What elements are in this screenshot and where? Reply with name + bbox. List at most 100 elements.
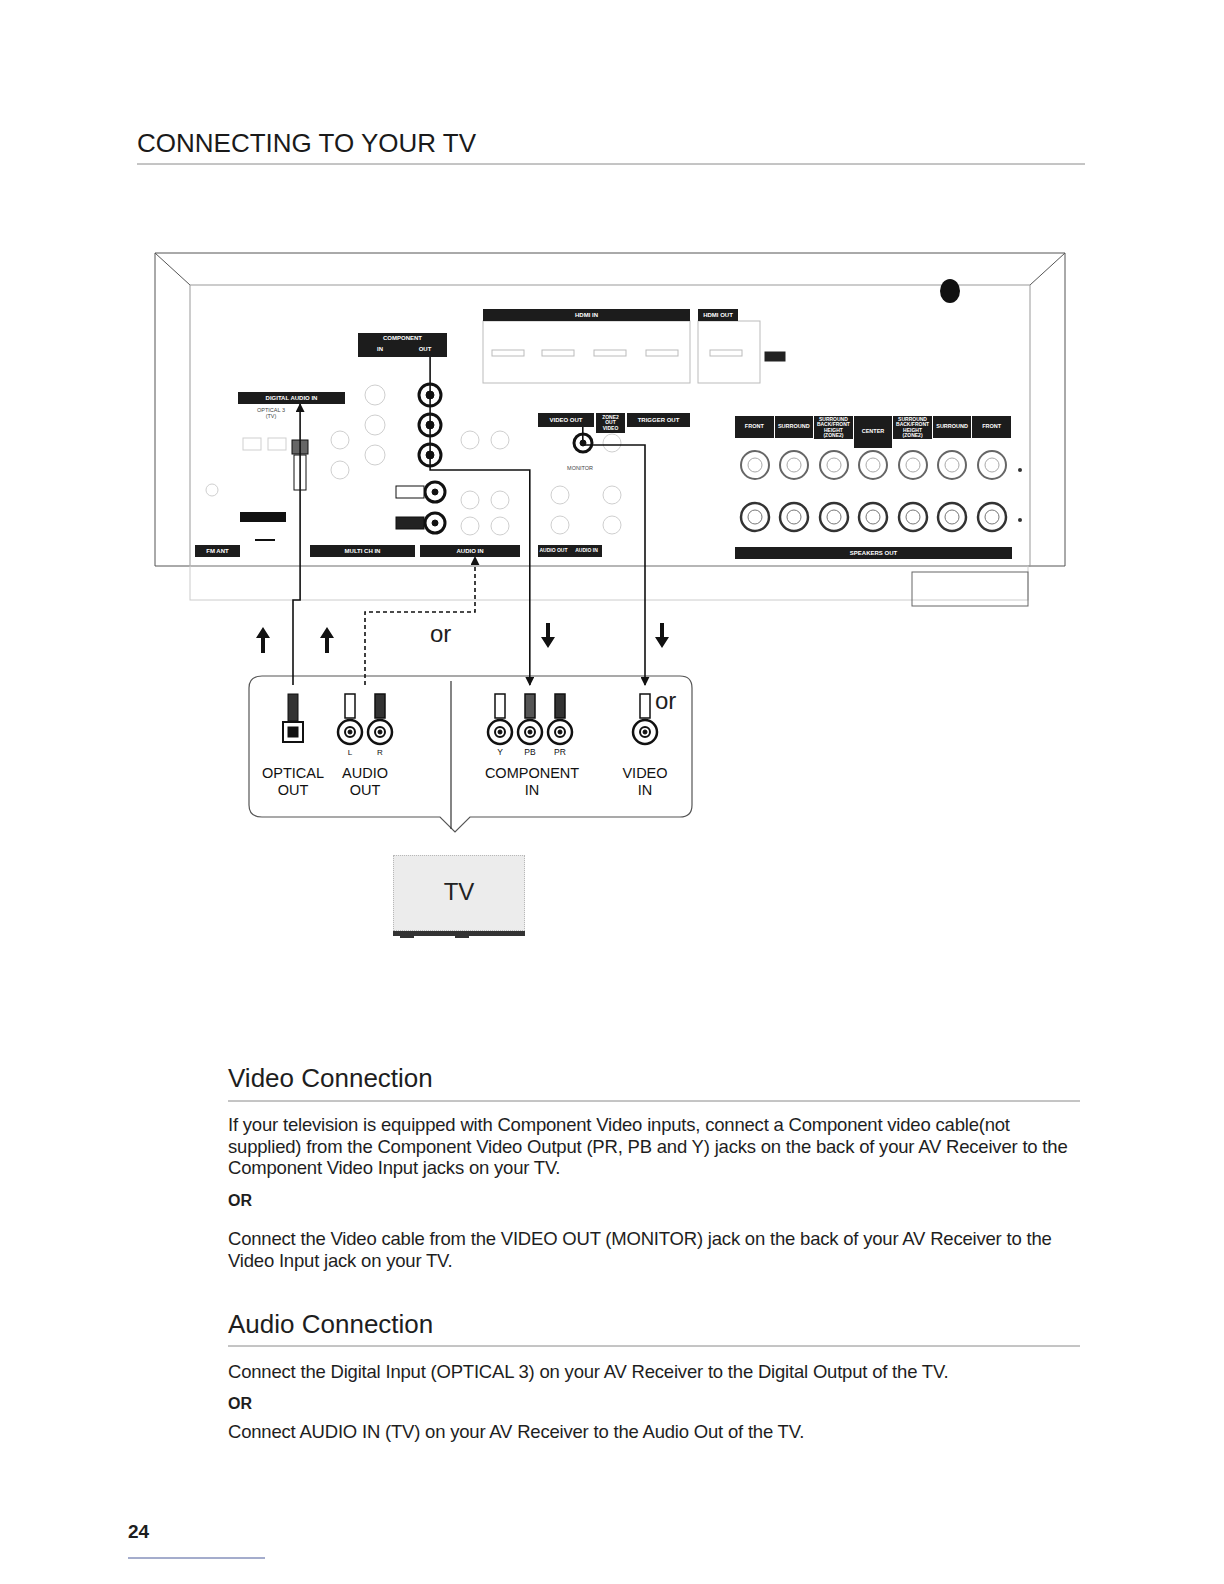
node-label: AUDIO OUT [335, 765, 395, 798]
direction-arrow [655, 623, 669, 648]
tv-jack [488, 720, 512, 744]
or-text: or [430, 621, 451, 647]
node-label: CENTER [862, 429, 885, 435]
faint-jack [603, 516, 621, 534]
faint-jack [268, 438, 286, 450]
speaker-terminal [985, 510, 999, 524]
tv-jack-group: YPBPRCOMPONENT IN [477, 685, 587, 800]
faint-jack [491, 431, 509, 449]
speaker-terminal [938, 451, 966, 479]
speaker-terminal [859, 451, 887, 479]
speaker-terminal [741, 451, 769, 479]
page-number: 24 [128, 1522, 149, 1543]
node-label: SURROUND [936, 424, 968, 430]
receiver-misc [240, 512, 286, 522]
receiver-jack [396, 486, 424, 498]
receiver-jack [425, 513, 445, 533]
node-label: VIDEO OUT [549, 417, 582, 423]
jack-label: OPTICAL 3 (TV) [252, 407, 290, 419]
body-text: Connect the Digital Input (OPTICAL 3) on… [228, 1361, 1083, 1383]
direction-arrow [256, 627, 270, 653]
node-label: DIGITAL AUDIO IN [266, 395, 318, 401]
faint-jack [603, 434, 621, 452]
tv-stand [393, 931, 525, 938]
receiver-jack [432, 520, 438, 526]
node-label: HDMI OUT [703, 312, 733, 318]
faint-jack [365, 445, 385, 465]
speaker-terminal [866, 458, 880, 472]
speaker-terminal [945, 458, 959, 472]
node-label: MULTI CH IN [345, 548, 381, 554]
node-label: TV [394, 878, 524, 906]
callout-box [450, 681, 451, 829]
node-label: PR [550, 748, 570, 758]
tv-jack [555, 727, 565, 737]
speaker-terminal [1018, 518, 1022, 522]
rule-line [128, 1558, 265, 1559]
rule-line [228, 1101, 1080, 1102]
node-label: PB [520, 748, 540, 758]
faint-jack [461, 517, 479, 535]
power-cord-hole [940, 279, 960, 303]
receiver-misc [240, 512, 286, 541]
tv-jack [558, 730, 562, 734]
node-label: FRONT [745, 424, 764, 430]
speaker-terminal [827, 458, 841, 472]
speaker-terminal [741, 451, 1022, 531]
node-label: HDMI IN [575, 312, 598, 318]
receiver-housing [190, 285, 1030, 566]
node-label: AUDIO IN [457, 548, 484, 554]
speaker-band: FRONT [972, 416, 1011, 438]
tv-jack [525, 694, 535, 718]
receiver-jack [425, 482, 445, 502]
node-label: OUT [403, 346, 447, 352]
node-label: FRONT [982, 424, 1001, 430]
hdmi-ports [483, 321, 785, 383]
speaker-band: CENTER [854, 416, 893, 448]
cable-connector [293, 404, 300, 685]
receiver-housing [912, 572, 1028, 606]
faint-jack [461, 491, 479, 509]
hdmi-ports [698, 321, 760, 383]
rule-line [137, 164, 1085, 165]
speaker-terminal [899, 503, 927, 531]
speaker-terminal [787, 458, 801, 472]
node-label: ZONE2 OUT VIDEO [597, 415, 624, 431]
speaker-terminal [859, 503, 887, 531]
tv-jack-group: LRAUDIO OUT [325, 685, 405, 800]
speaker-terminal [906, 458, 920, 472]
speaker-terminal [985, 458, 999, 472]
faint-jack [331, 431, 349, 449]
faint-jack [603, 486, 621, 504]
node-label: IN [358, 346, 402, 352]
node-label: Y [494, 748, 506, 758]
tv-jack [495, 727, 505, 737]
receiver-housing [155, 253, 1065, 285]
direction-arrow [320, 627, 334, 653]
speaker-terminal [938, 503, 966, 531]
panel-band: HDMI OUT [698, 309, 738, 321]
node-label: FM ANT [206, 548, 228, 554]
node-label: VIDEO IN [615, 765, 675, 798]
faint-jack [491, 491, 509, 509]
tv-jack [525, 727, 535, 737]
hdmi-ports [646, 350, 678, 356]
speaker-terminal [866, 510, 880, 524]
node-label: SURROUND BACK/FRONT HEIGHT (ZONE2) [815, 417, 852, 438]
speaker-terminal [780, 451, 808, 479]
faint-jack [243, 438, 261, 450]
node-label: AUDIO OUT [538, 548, 569, 553]
or-text: or [655, 688, 676, 714]
panel-band: TRIGGER OUT [627, 413, 690, 427]
node-label: R [374, 748, 386, 757]
node-label: SURROUND [778, 424, 810, 430]
tv-jack [375, 694, 385, 718]
tv-jack-group: OPTICAL OUT [253, 685, 333, 800]
tv-jack [345, 727, 355, 737]
speaker-band: SURROUND [775, 416, 814, 438]
speaker-band: FRONT [735, 416, 774, 438]
tv-jack [633, 720, 657, 744]
panel-band: AUDIO IN [420, 545, 520, 557]
